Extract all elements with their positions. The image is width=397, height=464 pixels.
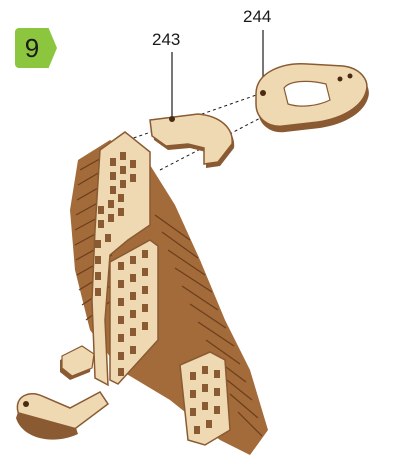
clip-part-244-icon bbox=[256, 64, 369, 133]
hook-part-243-icon bbox=[150, 114, 234, 168]
wooden-tower-assembly-icon bbox=[16, 132, 268, 455]
